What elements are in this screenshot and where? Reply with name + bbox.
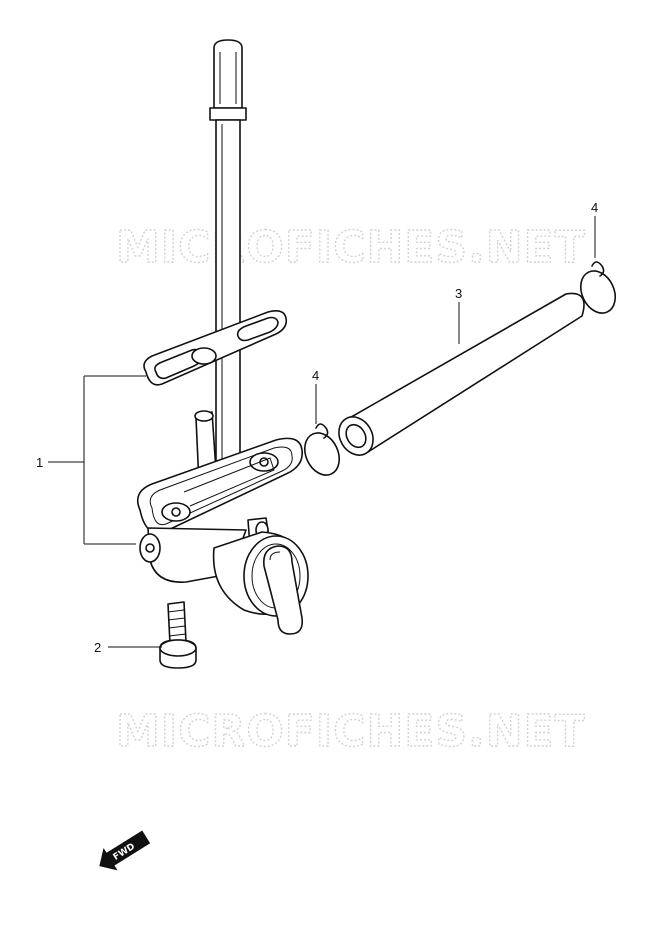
fuel-hose [338, 292, 585, 456]
callout-4-left: 4 [312, 368, 319, 383]
callout-2: 2 [94, 640, 101, 655]
callout-1: 1 [36, 455, 43, 470]
fuel-cock-assembly [136, 39, 309, 635]
callout-4-right: 4 [591, 200, 598, 215]
hose-clamp-left [303, 423, 341, 476]
callout-3: 3 [455, 286, 462, 301]
hose-clamp-right [579, 261, 617, 314]
watermark-bottom: MICROFICHES.NET [116, 706, 586, 757]
screw [159, 601, 197, 669]
fwd-arrow-icon: FWD [99, 830, 151, 871]
watermark-top: MICROFICHES.NET [116, 222, 586, 273]
